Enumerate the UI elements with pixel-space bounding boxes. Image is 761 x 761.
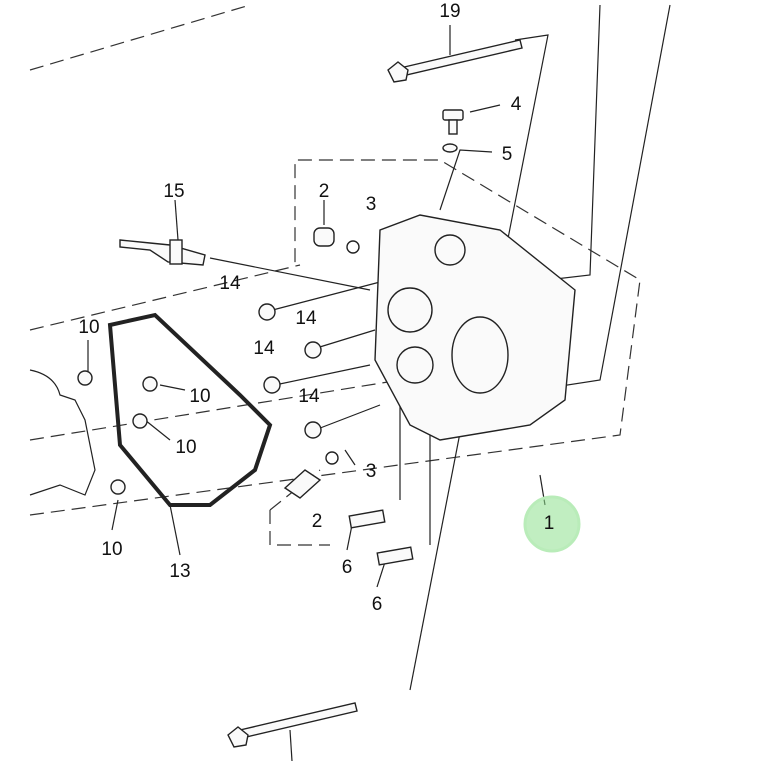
callout-19[interactable]: 19	[439, 1, 460, 22]
cylinder-head-1	[374, 214, 576, 441]
o-ring-3-bottom	[325, 451, 339, 465]
nuts-14	[258, 303, 322, 439]
callout-10[interactable]: 10	[78, 317, 99, 338]
callout-1[interactable]: 1	[544, 513, 555, 534]
bolt-19-bottom	[227, 702, 358, 748]
callout-14[interactable]: 14	[298, 386, 320, 407]
stud-6-b	[376, 546, 414, 566]
callout-14[interactable]: 14	[253, 338, 275, 359]
bolt-19-top	[387, 39, 523, 83]
callout-2[interactable]: 2	[319, 181, 330, 202]
callout-14[interactable]: 14	[295, 308, 317, 329]
callout-5[interactable]: 5	[502, 144, 513, 165]
callout-10[interactable]: 10	[101, 539, 122, 560]
callout-10[interactable]: 10	[189, 386, 210, 407]
dowel-pin-2-top	[313, 227, 335, 247]
callout-10[interactable]: 10	[175, 437, 196, 458]
highlight-marker[interactable]	[523, 495, 581, 553]
spark-plug-15	[119, 239, 206, 266]
cover-outline	[29, 369, 96, 496]
callout-15[interactable]: 15	[163, 181, 184, 202]
valve-cover-gasket-13	[107, 312, 273, 507]
washer-5	[442, 143, 458, 153]
callout-14[interactable]: 14	[219, 273, 241, 294]
bolts-10	[77, 370, 158, 495]
dowel-pin-2-bottom	[283, 469, 322, 499]
callout-6[interactable]: 6	[342, 557, 353, 578]
callout-4[interactable]: 4	[511, 94, 522, 115]
callout-3[interactable]: 3	[366, 194, 377, 215]
leader-lines	[87, 4, 671, 761]
callout-6[interactable]: 6	[372, 594, 383, 615]
callout-3[interactable]: 3	[366, 461, 377, 482]
stud-6-a	[348, 509, 386, 529]
callout-13[interactable]: 13	[169, 561, 190, 582]
o-ring-3-top	[346, 240, 360, 254]
callout-2[interactable]: 2	[312, 511, 323, 532]
bolt-4	[442, 109, 464, 135]
